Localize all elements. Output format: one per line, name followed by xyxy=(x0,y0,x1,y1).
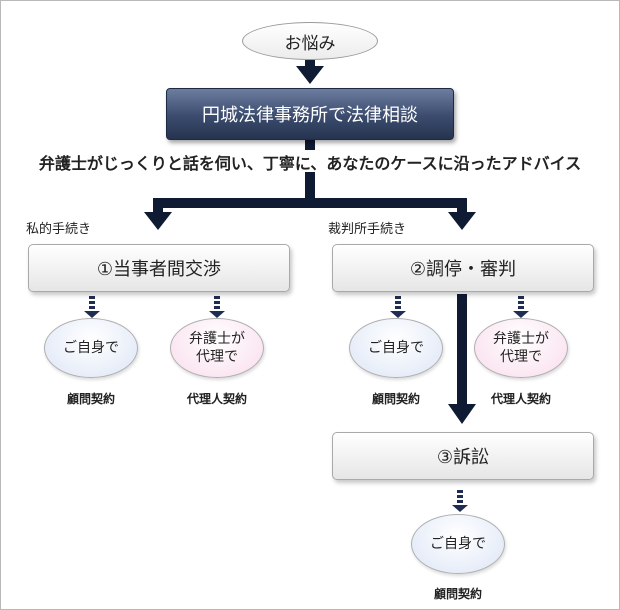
split-line xyxy=(153,198,467,208)
court-section-label: 裁判所手続き xyxy=(328,222,407,237)
lawsuit-self-label: ご自身で xyxy=(430,536,486,552)
arrow-to-court xyxy=(448,198,476,230)
court-self-label: ご自身で xyxy=(368,340,424,356)
consultation-description: 弁護士がじっくりと話を伺い、丁寧に、あなたのケースに沿ったアドバイス xyxy=(38,154,582,173)
mediation-box: ②調停・審判 xyxy=(332,244,594,292)
dashed-arrow-court-self xyxy=(390,296,406,318)
lawsuit-box: ③訴訟 xyxy=(332,432,594,480)
private-self-oval: ご自身で xyxy=(44,318,138,378)
consultation-label: 円城法律事務所で法律相談 xyxy=(202,105,418,126)
private-lawyer-oval: 弁護士が代理で xyxy=(170,318,264,378)
private-lawyer-label: 弁護士が代理で xyxy=(189,331,245,365)
lawsuit-self-caption: 顧問契約 xyxy=(433,587,482,601)
trunk-line xyxy=(305,140,315,150)
dashed-arrow-lawsuit-self xyxy=(452,490,468,512)
private-self-caption: 顧問契約 xyxy=(66,392,115,406)
mediation-label: ②調停・審判 xyxy=(409,259,517,280)
private-negotiation-label: ①当事者間交渉 xyxy=(96,259,222,280)
consultation-box: 円城法律事務所で法律相談 xyxy=(166,88,454,140)
dashed-arrow-private-self xyxy=(84,296,100,318)
court-lawyer-oval: 弁護士が代理で xyxy=(474,318,568,378)
trunk-line-lower xyxy=(305,172,315,204)
dashed-arrow-court-lawyer xyxy=(513,296,529,318)
dashed-arrow-private-lawyer xyxy=(209,296,225,318)
arrow-to-private xyxy=(144,198,172,230)
arrow-court-to-lawsuit xyxy=(448,294,476,424)
arrow-start-to-main xyxy=(296,60,324,84)
private-self-label: ご自身で xyxy=(63,340,119,356)
private-lawyer-caption: 代理人契約 xyxy=(186,392,247,406)
court-lawyer-label: 弁護士が代理で xyxy=(493,331,549,365)
lawsuit-self-oval: ご自身で xyxy=(411,514,505,574)
court-lawyer-caption: 代理人契約 xyxy=(490,392,551,406)
court-self-oval: ご自身で xyxy=(349,318,443,378)
lawsuit-label: ③訴訟 xyxy=(436,447,490,468)
court-self-caption: 顧問契約 xyxy=(371,392,420,406)
start-node-label: お悩み xyxy=(284,33,336,54)
start-node-concern: お悩み xyxy=(242,22,378,60)
private-section-label: 私的手続き xyxy=(26,222,92,237)
private-negotiation-box: ①当事者間交渉 xyxy=(28,244,290,292)
